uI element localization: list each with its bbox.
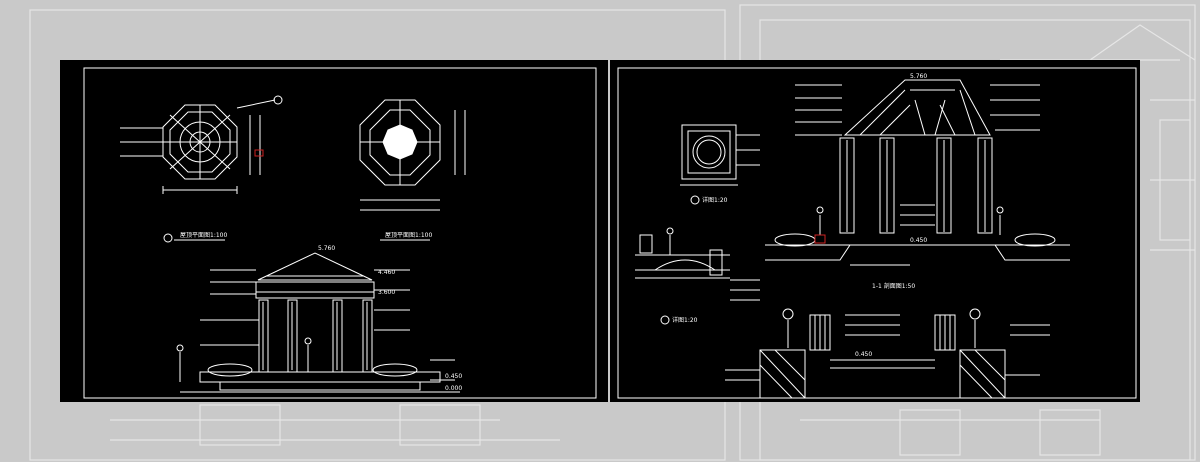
column-icon (839, 137, 855, 234)
plan-roof-caption: 屋顶平面图1:100 (385, 232, 432, 239)
octagon-plan-icon (120, 95, 283, 194)
sheet-border (617, 67, 1137, 399)
column-plan-icon (680, 124, 760, 186)
section-level-top: 5.760 (910, 73, 927, 80)
pavilion-elevation-icon (176, 252, 460, 393)
right-sheet-drawing: 5.760 0.450 1-1 剖面图1:50 详图1:20 详图1:20 0.… (617, 67, 1137, 399)
column-icon (879, 137, 895, 234)
detail-level: 0.450 (855, 351, 872, 358)
detail-section-icon (660, 195, 1050, 399)
left-sheet-drawing: 屋顶平面图1:100 屋顶平面图1:100 5.760 4.460 3.600 … (83, 67, 597, 399)
column-icon (977, 137, 993, 234)
fountain-icon (372, 363, 418, 377)
section-level-floor: 0.450 (910, 237, 927, 244)
cad-sheet-right: 5.760 0.450 1-1 剖面图1:50 详图1:20 详图1:20 0.… (610, 60, 1140, 402)
level-ground-label: 0.450 (445, 373, 462, 380)
level-base-label: 0.000 (445, 385, 462, 392)
column-icon (936, 137, 952, 234)
fountain-icon (1014, 233, 1056, 247)
level-top-label: 5.760 (318, 245, 335, 252)
pavilion-section-icon (765, 79, 1070, 266)
detail-caption-2: 详图1:20 (672, 316, 698, 324)
level-low-label: 3.600 (378, 289, 395, 296)
fountain-icon (774, 233, 816, 247)
level-mid-label: 4.460 (378, 269, 395, 276)
octagon-roof-plan-icon (359, 99, 466, 211)
cad-sheet-left: 屋顶平面图1:100 屋顶平面图1:100 5.760 4.460 3.600 … (60, 60, 608, 402)
fountain-icon (207, 363, 253, 377)
detail-bridge-icon (635, 227, 760, 301)
detail-caption-1: 详图1:20 (702, 196, 728, 204)
sheet-border (83, 67, 597, 399)
section-caption: 1-1 剖面图1:50 (872, 282, 915, 290)
plan-top-caption: 屋顶平面图1:100 (180, 232, 227, 239)
